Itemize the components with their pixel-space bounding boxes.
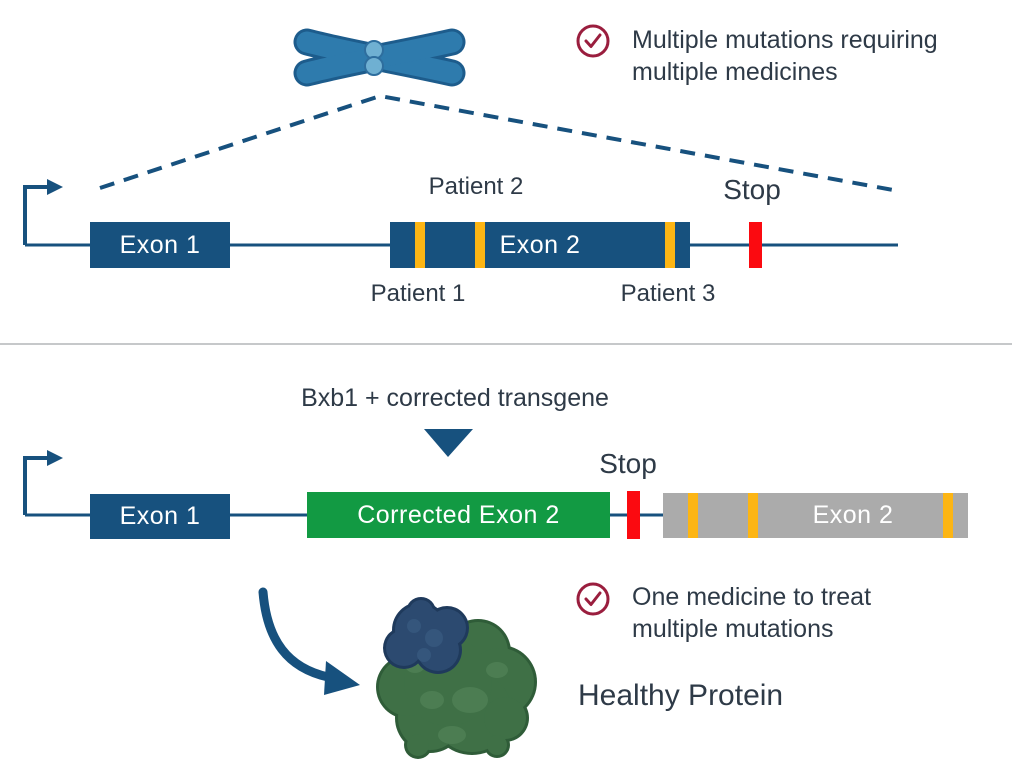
exon1-box-top: Exon 1	[90, 222, 230, 268]
old-exon2-box: Exon 2	[663, 493, 968, 538]
check-icon-bottom	[576, 582, 610, 616]
exon2-label-top: Exon 2	[499, 230, 581, 259]
stop-codon-bar-top	[749, 222, 762, 268]
exon1-label-top: Exon 1	[119, 230, 201, 259]
mutation-bar-patient3	[665, 222, 675, 268]
mutation-bar-patient1	[415, 222, 425, 268]
old-mutation-bar-2	[748, 493, 758, 538]
corrected-exon2-label: Corrected Exon 2	[357, 500, 560, 529]
old-exon2-label: Exon 2	[812, 501, 894, 529]
stop-label-top: Stop	[723, 174, 781, 205]
exon1-label-bottom: Exon 1	[119, 502, 201, 530]
patient2-label: Patient 2	[428, 173, 524, 200]
old-mutation-bar-3	[943, 493, 953, 538]
benefit-bottom-line1: One medicine to treat	[632, 583, 872, 611]
benefit-bottom: One medicine to treat multiple mutations	[632, 581, 871, 645]
benefit-top-line2: multiple medicines	[632, 58, 838, 86]
benefit-top: Multiple mutations requiring multiple me…	[632, 24, 938, 88]
corrected-exon2-box: Corrected Exon 2	[307, 492, 610, 538]
stop-codon-bar-bottom	[627, 491, 640, 539]
insertion-triangle-icon	[424, 429, 473, 457]
stop-label-bottom: Stop	[599, 448, 657, 479]
exon1-box-bottom: Exon 1	[90, 494, 230, 539]
curved-arrow-icon	[258, 587, 360, 695]
exon2-box-top: Exon 2	[390, 222, 690, 268]
patient3-label: Patient 3	[620, 280, 716, 307]
promoter-arrow-bottom-icon	[23, 450, 63, 515]
protein-label: Healthy Protein	[578, 679, 784, 712]
promoter-arrow-top-icon	[23, 179, 63, 245]
section-divider	[0, 343, 1012, 345]
treatment-label: Bxb1 + corrected transgene	[301, 384, 609, 412]
patient1-label: Patient 1	[370, 280, 466, 307]
protein-icon	[376, 597, 537, 759]
check-icon-top	[576, 24, 610, 58]
benefit-bottom-line2: multiple mutations	[632, 615, 834, 643]
chromosome-icon	[293, 28, 466, 87]
mutation-bar-patient2	[475, 222, 485, 268]
old-mutation-bar-1	[688, 493, 698, 538]
benefit-top-line1: Multiple mutations requiring	[632, 26, 938, 54]
